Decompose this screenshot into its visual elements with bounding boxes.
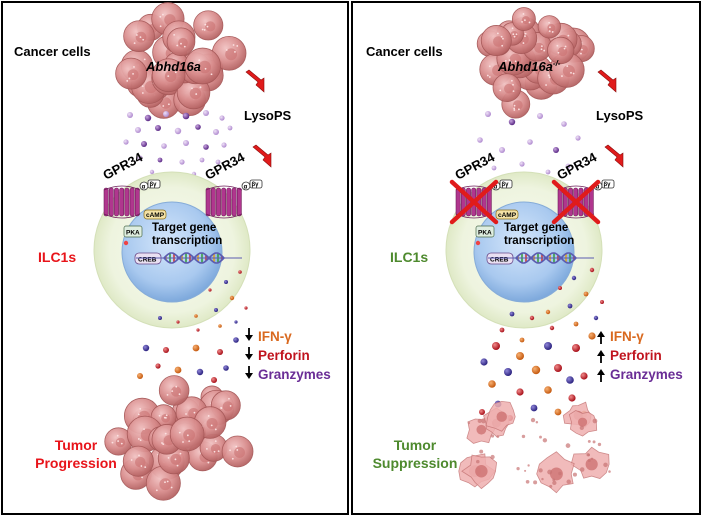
blocked-x-icon xyxy=(551,179,601,225)
g-beta-gamma-label: βγ xyxy=(252,182,260,188)
gene-label: Abhd16a-/- xyxy=(497,59,561,74)
change-arrow-icon xyxy=(597,331,605,344)
pka-box xyxy=(123,225,143,238)
change-arrow-icon xyxy=(597,350,605,363)
gene-genotype-suffix: -/- xyxy=(553,59,561,68)
creb-label: CREB xyxy=(138,257,157,264)
pka-label: PKA xyxy=(126,230,140,237)
cancer-cell-cluster xyxy=(476,7,595,119)
change-arrow-icon xyxy=(597,369,605,382)
change-arrow-icon xyxy=(245,366,253,379)
creb-label: CREB xyxy=(490,257,509,264)
ilc1s-label: ILC1s xyxy=(390,249,428,265)
outcome-line1: Tumor xyxy=(55,437,98,453)
lysops-particles xyxy=(477,111,581,175)
gene-name: Abhd16a xyxy=(145,59,201,74)
nucleus xyxy=(121,201,223,303)
pka-box xyxy=(475,225,495,238)
outcome-line2: Progression xyxy=(35,455,117,471)
red-arrow-icon xyxy=(245,69,265,93)
dna-helix-icon xyxy=(488,252,594,264)
tumor-cells xyxy=(458,400,611,494)
camp-label: cAMP xyxy=(146,212,165,219)
tumor-cells xyxy=(104,375,254,501)
camp-box xyxy=(143,209,167,220)
g-beta-gamma-subunit xyxy=(499,179,513,189)
outcome-line2: Suppression xyxy=(373,455,458,471)
granzymes-label: Granzymes xyxy=(258,367,331,382)
camp-box xyxy=(495,209,519,220)
g-alpha-label: α xyxy=(494,185,498,191)
dna-helix-icon xyxy=(136,252,242,264)
ifn-gamma-label: IFN-γ xyxy=(610,329,644,344)
g-alpha-label: α xyxy=(142,185,146,191)
cancer-cells-label: Cancer cells xyxy=(366,44,443,59)
target-gene-line1: Target gene xyxy=(504,222,568,234)
red-arrow-icon xyxy=(597,69,617,93)
cancer-cell-cluster xyxy=(115,2,247,119)
camp-label: cAMP xyxy=(498,212,517,219)
gene-name: Abhd16a xyxy=(497,59,553,74)
phosphate-icon xyxy=(123,240,129,246)
cancer-cells-label: Cancer cells xyxy=(14,44,91,59)
g-beta-gamma-label: βγ xyxy=(502,182,510,188)
ifn-gamma-label: IFN-γ xyxy=(258,329,292,344)
g-beta-gamma-subunit xyxy=(249,179,263,189)
nucleus xyxy=(473,201,575,303)
blocked-x-icon xyxy=(449,179,499,225)
red-arrow-icon xyxy=(252,144,272,168)
g-beta-gamma-subunit xyxy=(147,179,161,189)
change-arrow-icon xyxy=(245,347,253,360)
cytokine-particles xyxy=(137,270,248,383)
lysops-label: LysoPS xyxy=(596,108,644,123)
g-beta-gamma-label: βγ xyxy=(150,182,158,188)
phosphate-icon xyxy=(475,240,481,246)
change-arrow-icon xyxy=(245,328,253,341)
granzymes-label: Granzymes xyxy=(610,367,683,382)
lysops-label: LysoPS xyxy=(244,108,292,123)
red-arrow-icon xyxy=(604,144,624,168)
g-beta-gamma-subunit xyxy=(601,179,615,189)
g-alpha-label: α xyxy=(596,185,600,191)
g-beta-gamma-label: βγ xyxy=(604,182,612,188)
target-gene-line2: transcription xyxy=(152,235,222,247)
gene-label: Abhd16a xyxy=(145,59,201,74)
perforin-label: Perforin xyxy=(610,348,662,363)
outcome-line1: Tumor xyxy=(394,437,437,453)
ilc1s-label: ILC1s xyxy=(38,249,76,265)
target-gene-line2: transcription xyxy=(504,235,574,247)
g-alpha-label: α xyxy=(244,185,248,191)
target-gene-line1: Target gene xyxy=(152,222,216,234)
perforin-label: Perforin xyxy=(258,348,310,363)
pka-label: PKA xyxy=(478,230,492,237)
